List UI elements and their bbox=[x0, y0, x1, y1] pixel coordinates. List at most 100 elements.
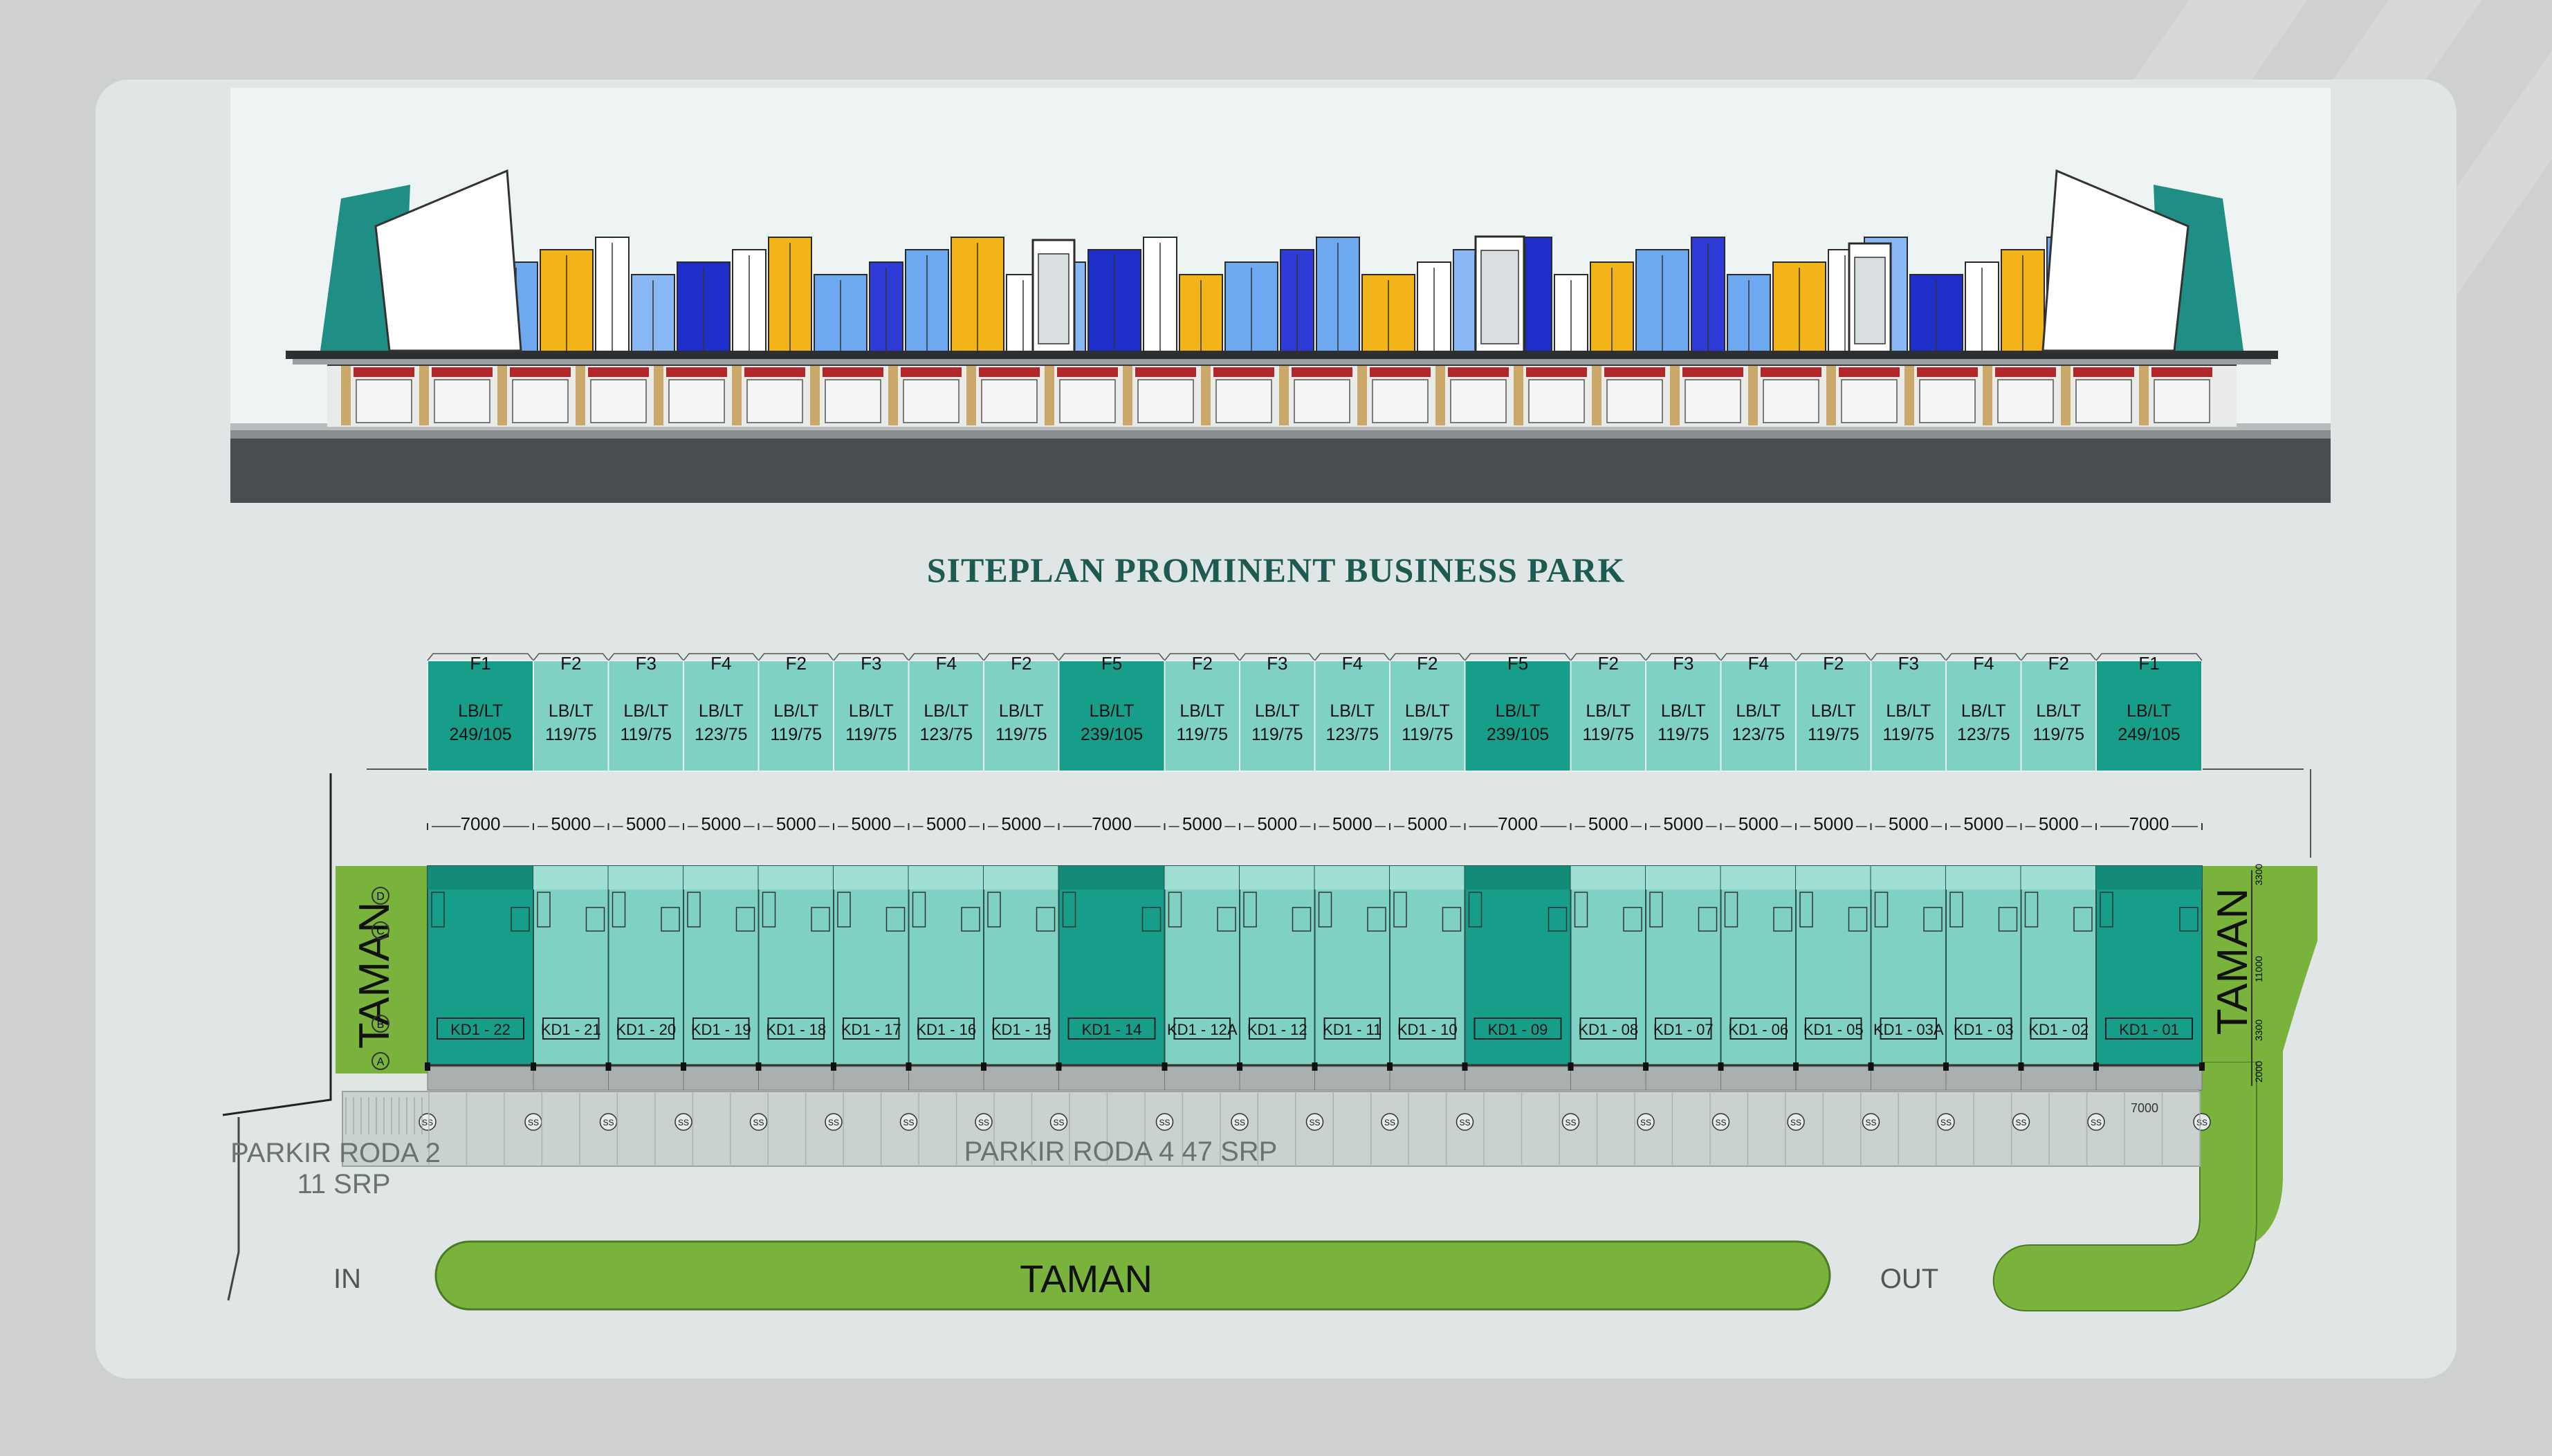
unit-size-value: 119/75 bbox=[995, 725, 1047, 744]
parking-marker-label: SS bbox=[603, 1118, 614, 1127]
unit-terrace bbox=[758, 1066, 834, 1091]
shopfront-window bbox=[903, 379, 960, 423]
unit-size-value: 239/105 bbox=[1487, 725, 1549, 744]
parking-marker bbox=[419, 1113, 437, 1131]
toilet-symbol bbox=[511, 907, 530, 932]
tower-glazing bbox=[1038, 253, 1070, 344]
shopfront-window bbox=[1997, 379, 2054, 423]
unit-width-label: 5000 bbox=[1332, 813, 1373, 834]
unit-floor-plan bbox=[1720, 865, 1797, 1067]
column-marker bbox=[981, 1062, 986, 1071]
exit-label: OUT bbox=[1880, 1264, 1938, 1294]
unit-code-box bbox=[617, 1017, 674, 1040]
unit-width-label: 7000 bbox=[1498, 813, 1538, 834]
unit-code-box bbox=[1955, 1017, 2012, 1040]
column-marker bbox=[605, 1062, 612, 1071]
unit-code-box bbox=[843, 1017, 900, 1040]
unit-type-label: F2 bbox=[2048, 653, 2069, 674]
toilet-symbol bbox=[1292, 907, 1312, 932]
shop-awning bbox=[2151, 367, 2212, 377]
grid-label-b: B bbox=[377, 1019, 385, 1031]
unit-rear-strip bbox=[428, 866, 533, 890]
unit-type-label: F1 bbox=[470, 653, 490, 674]
unit-size-label: LB/LT bbox=[1496, 701, 1541, 721]
dim-right-4: 2000 bbox=[2253, 1061, 2264, 1082]
unit-width-label: 5000 bbox=[1588, 813, 1628, 834]
unit-size-value: 119/75 bbox=[1251, 725, 1303, 744]
unit-type-label: F4 bbox=[1973, 653, 1994, 674]
unit-size-value: 119/75 bbox=[2032, 725, 2084, 744]
unit-rear-strip bbox=[1570, 866, 1646, 890]
toilet-symbol bbox=[2179, 907, 2198, 932]
setback-dimension: 7000 bbox=[2131, 1101, 2158, 1115]
unit-size-value: 123/75 bbox=[1326, 725, 1379, 744]
entry-road-edge bbox=[227, 1117, 240, 1301]
unit-type-tile bbox=[1239, 660, 1316, 772]
unit-code-box bbox=[917, 1017, 975, 1040]
unit-width-label: 5000 bbox=[851, 813, 891, 834]
column-marker bbox=[1237, 1062, 1242, 1071]
parking-marker-label: SS bbox=[1790, 1118, 1801, 1127]
ground-pillar bbox=[1201, 366, 1211, 425]
unit-code-label: KD1 - 15 bbox=[991, 1021, 1052, 1038]
unit-terrace bbox=[833, 1066, 909, 1091]
unit-rear-strip bbox=[758, 866, 834, 890]
shop-awning bbox=[1995, 367, 2056, 377]
unit-size-label: LB/LT bbox=[1961, 701, 2006, 721]
unit-width-label: 5000 bbox=[2039, 813, 2079, 834]
unit-size-value: 119/75 bbox=[845, 725, 897, 744]
unit-roof-outline bbox=[1164, 653, 1240, 661]
unit-size-label: LB/LT bbox=[1736, 701, 1781, 721]
column-marker bbox=[1162, 1062, 1168, 1071]
unit-type-label: F4 bbox=[1342, 653, 1363, 674]
unit-width-label: 5000 bbox=[1182, 813, 1222, 834]
unit-width-label: 5000 bbox=[1889, 813, 1929, 834]
shopfront-window bbox=[1137, 379, 1194, 423]
unit-rear-strip bbox=[834, 866, 909, 890]
unit-type-label: F2 bbox=[1417, 653, 1438, 674]
unit-size-label: LB/LT bbox=[1661, 701, 1706, 721]
column-marker bbox=[1387, 1062, 1393, 1071]
unit-code-label: KD1 - 09 bbox=[1488, 1021, 1548, 1038]
column-marker bbox=[906, 1062, 912, 1071]
ground-pillar bbox=[1670, 366, 1680, 425]
unit-rear-strip bbox=[1646, 866, 1721, 890]
unit-width-label: 5000 bbox=[1738, 813, 1779, 834]
column-marker bbox=[1643, 1062, 1649, 1071]
stair-symbol bbox=[1799, 892, 1813, 928]
unit-terrace bbox=[1058, 1066, 1165, 1091]
unit-size-label: LB/LT bbox=[999, 701, 1044, 721]
parking-marker-label: SS bbox=[1053, 1118, 1064, 1127]
unit-size-label: LB/LT bbox=[924, 701, 969, 721]
shop-awning bbox=[588, 367, 649, 377]
unit-code-box bbox=[1474, 1017, 1562, 1040]
parking-marker bbox=[1231, 1113, 1249, 1131]
unit-width-label: 5000 bbox=[1257, 813, 1297, 834]
parking-marker-label: SS bbox=[2091, 1118, 2102, 1127]
parking-marker bbox=[899, 1113, 918, 1131]
unit-floor-plan bbox=[1570, 865, 1646, 1067]
parking-marker bbox=[599, 1113, 618, 1131]
shopfront-window bbox=[1215, 379, 1272, 423]
unit-code-box bbox=[542, 1017, 600, 1040]
unit-width-label: 5000 bbox=[1813, 813, 1853, 834]
unit-code-label: KD1 - 06 bbox=[1728, 1021, 1788, 1038]
stair-symbol bbox=[1168, 892, 1182, 928]
unit-code-box bbox=[437, 1017, 524, 1040]
ground-pillar bbox=[1592, 366, 1601, 425]
unit-code-label: KD1 - 10 bbox=[1397, 1021, 1458, 1038]
unit-type-label: F3 bbox=[861, 653, 881, 674]
unit-roof-outline bbox=[908, 653, 984, 661]
parking-marker-label: SS bbox=[1940, 1118, 1952, 1127]
ground-pillar bbox=[1748, 366, 1758, 425]
unit-roof-outline bbox=[983, 653, 1060, 661]
shopfront-window bbox=[1528, 379, 1585, 423]
toilet-symbol bbox=[1548, 907, 1568, 932]
unit-terrace bbox=[533, 1066, 609, 1091]
parking-marker bbox=[1456, 1113, 1474, 1131]
parking-marker bbox=[975, 1113, 993, 1131]
unit-roof-outline bbox=[1239, 653, 1316, 661]
ground-pillar bbox=[1983, 366, 1992, 425]
